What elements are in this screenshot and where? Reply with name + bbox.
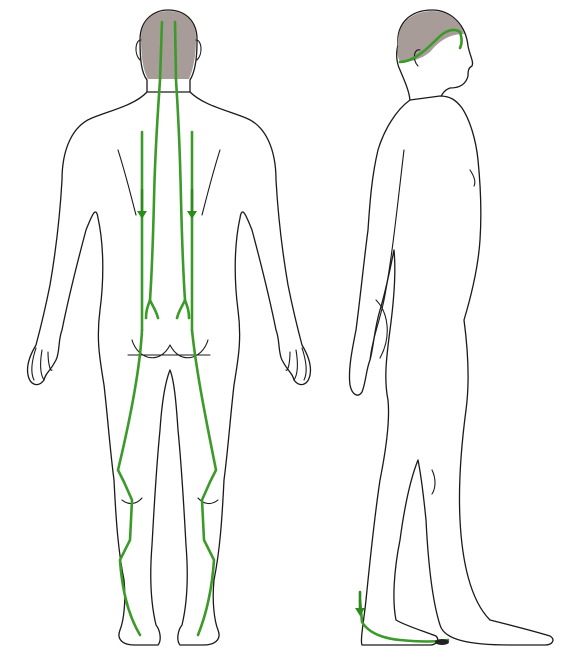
toe-mark xyxy=(435,639,449,645)
back-hair xyxy=(141,11,196,79)
back-body-outline xyxy=(27,92,310,645)
side-body-outline xyxy=(349,96,552,645)
side-view-figure xyxy=(349,10,552,645)
back-view-figure xyxy=(27,10,310,645)
